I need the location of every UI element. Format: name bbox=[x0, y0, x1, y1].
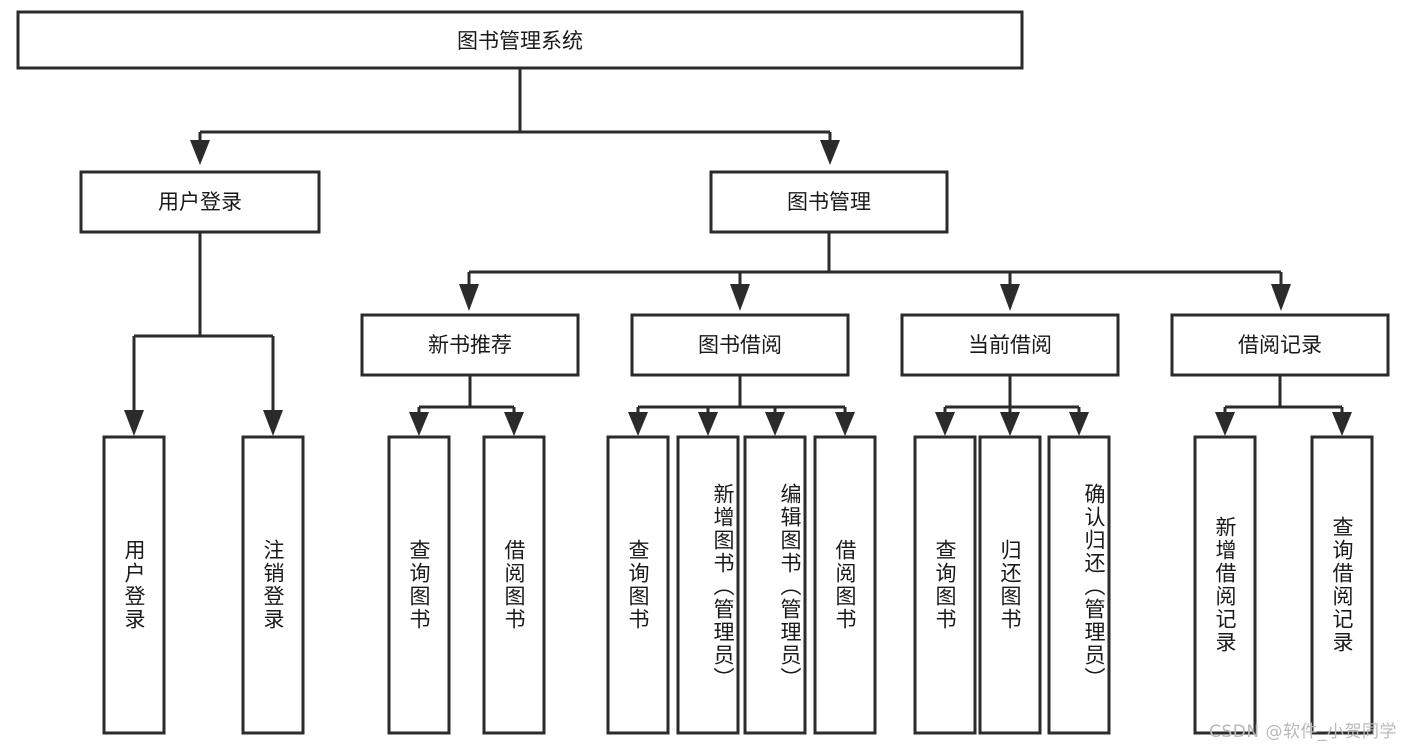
arrow-to-borrow-record-icon bbox=[1271, 284, 1291, 311]
connector-borrow-record-to-leaves bbox=[1215, 375, 1352, 436]
leaf-box-query-book-3[interactable] bbox=[913, 435, 977, 735]
leaf-box-add-book[interactable] bbox=[676, 435, 740, 735]
connector-root-to-level1 bbox=[190, 68, 840, 165]
connector-user-login-to-leaves bbox=[124, 232, 283, 436]
node-user-login-label: 用户登录 bbox=[158, 190, 242, 214]
arrow-to-leaf-add-book-icon bbox=[698, 412, 718, 436]
node-root[interactable]: 图书管理系统 bbox=[16, 10, 1024, 70]
arrow-to-leaf-user-logout-icon bbox=[263, 410, 283, 436]
leaf-box-user-login[interactable] bbox=[102, 435, 166, 735]
arrow-to-user-login-icon bbox=[190, 140, 210, 165]
arrow-to-leaf-confirm-return-icon bbox=[1069, 412, 1089, 436]
arrow-to-leaf-query-book-2-icon bbox=[628, 412, 648, 436]
node-book-management-box[interactable] bbox=[709, 170, 949, 234]
csdn-watermark: CSDN @软件_小贺同学 bbox=[1209, 722, 1397, 742]
arrow-to-leaf-query-book-1-icon bbox=[409, 412, 429, 436]
node-root-label: 图书管理系统 bbox=[457, 29, 583, 53]
node-new-book-recommend-label: 新书推荐 bbox=[428, 333, 512, 357]
node-current-borrow-box[interactable] bbox=[900, 313, 1120, 377]
node-current-borrow-label: 当前借阅 bbox=[968, 333, 1052, 357]
node-user-login[interactable]: 用户登录 bbox=[79, 170, 321, 234]
arrow-to-leaf-user-login-icon bbox=[124, 410, 144, 436]
leaf-box-borrow-book-1[interactable] bbox=[482, 435, 546, 735]
node-book-borrow-box[interactable] bbox=[630, 313, 850, 377]
arrow-to-leaf-query-record-icon bbox=[1332, 412, 1352, 436]
arrow-to-book-borrow-icon bbox=[730, 284, 750, 311]
node-current-borrow[interactable]: 当前借阅 bbox=[900, 313, 1120, 377]
node-root-box[interactable] bbox=[16, 10, 1024, 70]
connector-current-borrow-to-leaves bbox=[935, 375, 1089, 436]
arrow-to-leaf-add-record-icon bbox=[1215, 412, 1235, 436]
arrow-to-leaf-borrow-book-2-icon bbox=[835, 412, 855, 436]
leaf-box-query-book-2[interactable] bbox=[606, 435, 670, 735]
leaf-box-query-book-1[interactable] bbox=[387, 435, 451, 735]
leaf-box-user-logout[interactable] bbox=[241, 435, 305, 735]
arrow-to-book-management-icon bbox=[820, 140, 840, 165]
node-book-management-label: 图书管理 bbox=[787, 190, 871, 214]
leaf-box-edit-book[interactable] bbox=[743, 435, 807, 735]
leaf-box-return-book[interactable] bbox=[978, 435, 1042, 735]
arrow-to-leaf-borrow-book-1-icon bbox=[504, 412, 524, 436]
node-new-book-recommend-box[interactable] bbox=[360, 313, 580, 377]
connector-book-management-to-level2 bbox=[459, 232, 1291, 311]
node-borrow-record-label: 借阅记录 bbox=[1238, 333, 1322, 357]
arrow-to-leaf-edit-book-icon bbox=[765, 412, 785, 436]
leaf-box-query-record[interactable] bbox=[1310, 435, 1374, 735]
arrow-to-new-book-recommend-icon bbox=[459, 284, 479, 311]
node-book-borrow[interactable]: 图书借阅 bbox=[630, 313, 850, 377]
arrow-to-current-borrow-icon bbox=[1000, 284, 1020, 311]
connector-book-borrow-to-leaves bbox=[628, 375, 855, 436]
node-book-management[interactable]: 图书管理 bbox=[709, 170, 949, 234]
leaf-box-add-record[interactable] bbox=[1193, 435, 1257, 735]
arrow-to-leaf-query-book-3-icon bbox=[935, 412, 955, 436]
leaf-box-borrow-book-2[interactable] bbox=[813, 435, 877, 735]
node-borrow-record[interactable]: 借阅记录 bbox=[1170, 313, 1390, 377]
node-book-borrow-label: 图书借阅 bbox=[698, 333, 782, 357]
connector-new-book-recommend-to-leaves bbox=[409, 375, 524, 436]
leaf-box-confirm-return[interactable] bbox=[1047, 435, 1111, 735]
node-borrow-record-box[interactable] bbox=[1170, 313, 1390, 377]
node-new-book-recommend[interactable]: 新书推荐 bbox=[360, 313, 580, 377]
arrow-to-leaf-return-book-icon bbox=[1000, 412, 1020, 436]
